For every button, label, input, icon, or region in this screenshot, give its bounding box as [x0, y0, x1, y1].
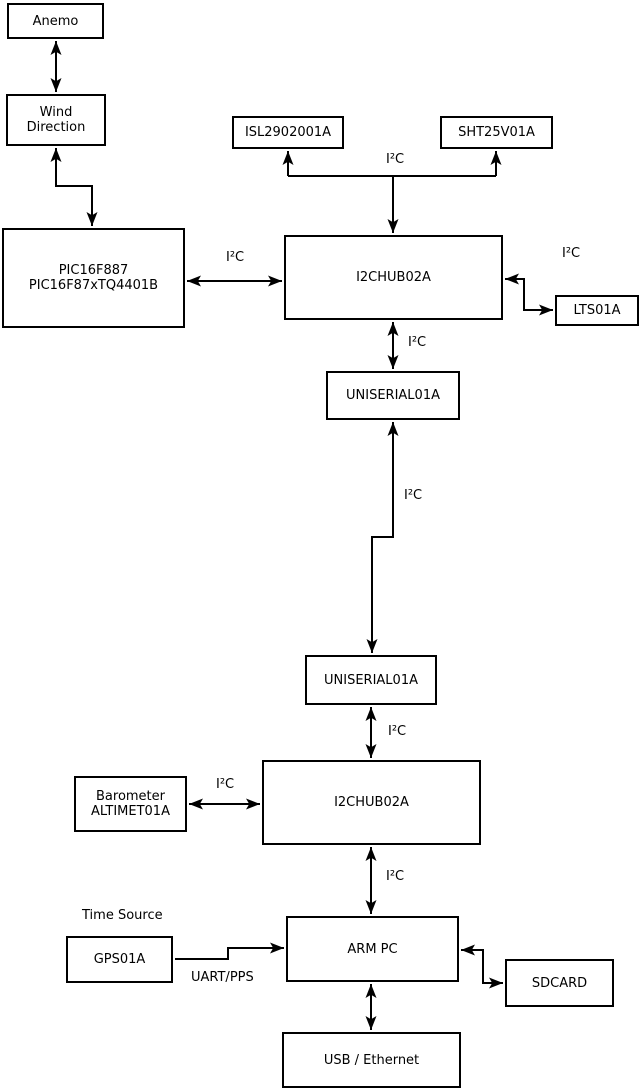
- node-sdcard: SDCARD: [505, 959, 614, 1007]
- label-uart-pps: UART/PPS: [191, 970, 254, 985]
- node-i2chub02a-upper: I2CHUB02A: [284, 235, 503, 320]
- label-i2c-uniserial2-hub2: I²C: [388, 724, 407, 739]
- edge-armpc-sdcard: [461, 944, 503, 989]
- node-wind-direction: Wind Direction: [6, 94, 106, 146]
- node-usb-ethernet: USB / Ethernet: [282, 1032, 461, 1088]
- label-i2c-hub1-uniserial1: I²C: [408, 335, 427, 350]
- node-arm-pc-label: ARM PC: [347, 941, 398, 957]
- edge-uniserial1-uniserial2: [366, 422, 399, 653]
- node-gps01a-label: GPS01A: [93, 952, 146, 967]
- node-uniserial01a-lower: UNISERIAL01A: [305, 655, 437, 705]
- node-barometer-label-line1: Barometer: [96, 789, 165, 804]
- label-i2c-uniserial-link: I²C: [404, 488, 423, 503]
- node-lts01a: LTS01A: [555, 295, 639, 326]
- label-i2c-hub2-armpc: I²C: [386, 869, 405, 884]
- node-isl2902001a-label: ISL2902001A: [244, 125, 332, 140]
- node-i2chub02a-lower: I2CHUB02A: [262, 760, 481, 845]
- label-i2c-bus-top: I²C: [386, 152, 405, 167]
- node-uniserial01a-lower-label: UNISERIAL01A: [324, 672, 418, 688]
- edge-gps-armpc: [175, 942, 284, 960]
- node-arm-pc: ARM PC: [286, 916, 459, 982]
- node-i2chub02a-lower-label: I2CHUB02A: [334, 795, 409, 810]
- node-wind-direction-label-line1: Wind: [39, 105, 73, 120]
- edge-winddirection-pic: [50, 148, 98, 226]
- node-anemo: Anemo: [7, 3, 104, 39]
- node-pic16f887-label-line1: PIC16F887: [58, 263, 129, 278]
- node-sht25v01a: SHT25V01A: [440, 116, 553, 149]
- node-wind-direction-label-line2: Direction: [26, 120, 86, 135]
- node-anemo-label: Anemo: [32, 13, 79, 29]
- node-i2chub02a-upper-label: I2CHUB02A: [356, 270, 431, 285]
- label-i2c-pic-hub1: I²C: [226, 250, 245, 265]
- edge-hub1-lts: [505, 273, 553, 316]
- node-usb-ethernet-label: USB / Ethernet: [323, 1052, 420, 1068]
- node-uniserial01a-upper-label: UNISERIAL01A: [346, 388, 440, 403]
- node-isl2902001a: ISL2902001A: [232, 116, 344, 149]
- node-pic16f887: PIC16F887 PIC16F87xTQ4401B: [2, 228, 185, 328]
- label-i2c-barometer-hub2: I²C: [216, 777, 235, 792]
- node-sdcard-label: SDCARD: [531, 975, 588, 991]
- node-pic16f887-label-line2: PIC16F87xTQ4401B: [28, 278, 159, 293]
- node-barometer-label-line2: ALTIMET01A: [91, 804, 170, 819]
- node-uniserial01a-upper: UNISERIAL01A: [326, 371, 460, 420]
- label-time-source: Time Source: [82, 908, 163, 923]
- node-lts01a-label: LTS01A: [573, 303, 621, 318]
- label-i2c-hub1-lts: I²C: [562, 246, 581, 261]
- node-barometer-altimet01a: Barometer ALTIMET01A: [74, 776, 187, 832]
- node-gps01a: GPS01A: [66, 936, 173, 983]
- node-sht25v01a-label: SHT25V01A: [458, 125, 535, 140]
